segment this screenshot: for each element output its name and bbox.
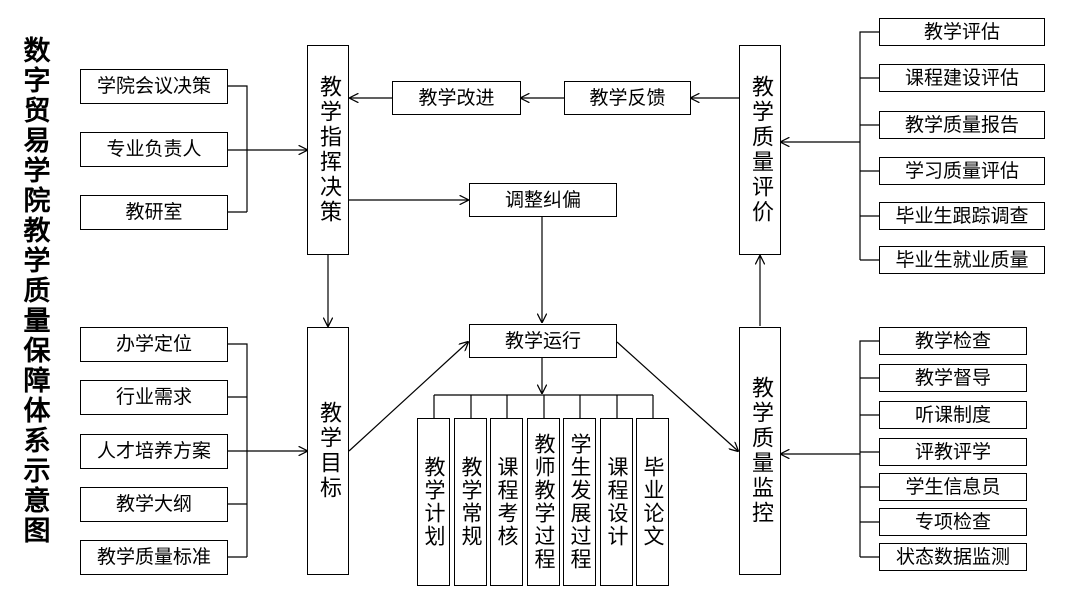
decision-input-major-lead: 专业负责人 xyxy=(80,132,228,167)
evaluation-items-bracket xyxy=(859,31,879,261)
operation-item-label: 课程考核 xyxy=(495,456,519,548)
monitor-item: 评教评学 xyxy=(879,438,1027,466)
monitor-item: 学生信息员 xyxy=(879,473,1027,501)
goal-inputs-bracket xyxy=(228,343,248,558)
feedback-box: 教学反馈 xyxy=(564,81,691,115)
operation-items-bracket xyxy=(433,394,654,418)
decision-box: 教学指挥决策 xyxy=(307,45,349,255)
monitor-item: 听课制度 xyxy=(879,401,1027,429)
monitor-item: 专项检查 xyxy=(879,508,1027,536)
monitor-item: 教学检查 xyxy=(879,327,1027,355)
operation-item-teaching-plan: 教学计划 xyxy=(417,418,450,586)
operation-to-monitor-arrow xyxy=(616,341,738,451)
decision-inputs-bracket xyxy=(228,85,248,213)
operation-item-routine: 教学常规 xyxy=(454,418,487,586)
goal-input-training-plan: 人才培养方案 xyxy=(80,434,228,469)
operation-item-label: 教学计划 xyxy=(422,456,446,548)
operation-item-course-design: 课程设计 xyxy=(600,418,633,586)
decision-input-meeting: 学院会议决策 xyxy=(80,69,228,104)
decision-label: 教学指挥决策 xyxy=(316,75,341,225)
goal-input-quality-standard: 教学质量标准 xyxy=(80,540,228,575)
goal-input-syllabus: 教学大纲 xyxy=(80,487,228,522)
operation-item-course-assessment: 课程考核 xyxy=(490,418,523,586)
goal-input-industry-demand: 行业需求 xyxy=(80,380,228,415)
goal-to-operation-arrow xyxy=(348,342,468,452)
operation-item-label: 课程设计 xyxy=(605,456,629,548)
operation-item-label: 毕业论文 xyxy=(641,456,665,548)
improve-box: 教学改进 xyxy=(392,81,521,115)
goal-label: 教学目标 xyxy=(316,401,341,501)
monitor-item: 教学督导 xyxy=(879,364,1027,392)
diagram-title: 数字贸易学院教学质量保障体系示意图 xyxy=(14,36,54,586)
evaluation-item: 学习质量评估 xyxy=(879,157,1045,185)
operation-item-teacher-process: 教师教学过程 xyxy=(527,418,560,586)
adjust-box: 调整纠偏 xyxy=(469,183,617,217)
decision-input-teaching-office: 教研室 xyxy=(80,195,228,230)
operation-item-student-process: 学生发展过程 xyxy=(563,418,596,586)
monitor-items-bracket xyxy=(859,340,879,558)
evaluation-box: 教学质量评价 xyxy=(739,45,781,255)
monitor-box: 教学质量监控 xyxy=(739,327,781,575)
evaluation-item: 毕业生就业质量 xyxy=(879,246,1045,274)
monitor-item: 状态数据监测 xyxy=(879,543,1027,571)
diagram-title-text: 数字贸易学院教学质量保障体系示意图 xyxy=(18,36,50,546)
operation-box: 教学运行 xyxy=(469,324,617,358)
goal-input-positioning: 办学定位 xyxy=(80,327,228,362)
evaluation-item: 毕业生跟踪调查 xyxy=(879,202,1045,230)
evaluation-item: 教学质量报告 xyxy=(879,111,1045,139)
operation-item-thesis: 毕业论文 xyxy=(636,418,669,586)
evaluation-item: 教学评估 xyxy=(879,18,1045,46)
operation-item-label: 教学常规 xyxy=(459,456,483,548)
monitor-label: 教学质量监控 xyxy=(748,376,773,526)
evaluation-item: 课程建设评估 xyxy=(879,64,1045,92)
goal-box: 教学目标 xyxy=(307,327,349,575)
operation-item-label: 教师教学过程 xyxy=(532,433,556,571)
evaluation-label: 教学质量评价 xyxy=(748,75,773,225)
operation-item-label: 学生发展过程 xyxy=(568,433,592,571)
